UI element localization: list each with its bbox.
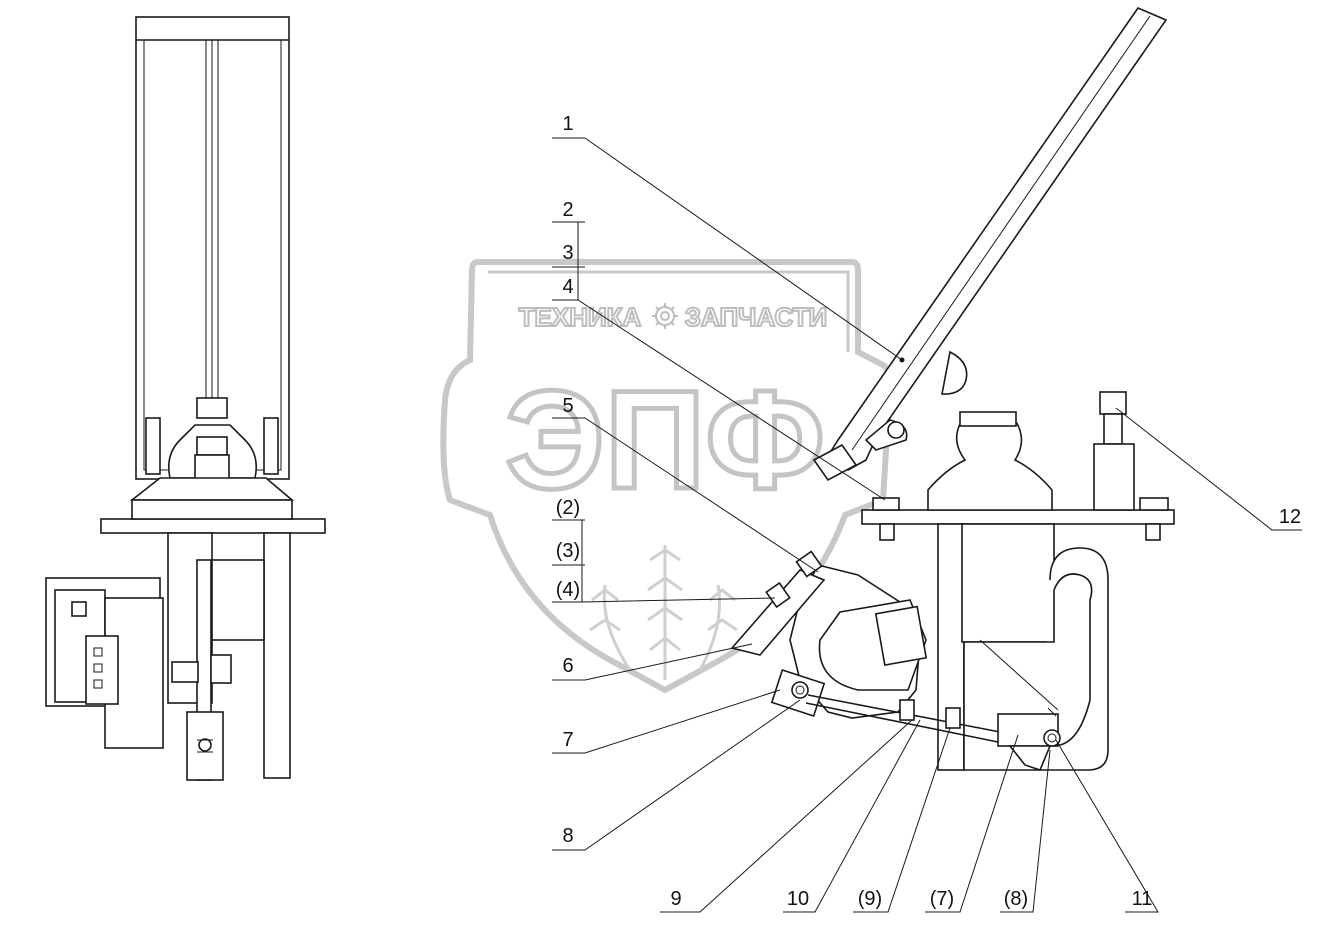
boot-right <box>927 419 1053 511</box>
callout-1: 1 <box>562 113 573 135</box>
callout-9b: (9) <box>858 888 882 910</box>
callout-8: 8 <box>562 825 573 847</box>
leader-lines <box>552 137 1302 913</box>
pedal-foot <box>812 443 858 482</box>
lock-nut <box>899 699 915 721</box>
callout-6: 6 <box>562 655 573 677</box>
watermark-shield-inner <box>488 270 850 352</box>
watermark-text-left: ТЕХНИКА <box>519 302 642 332</box>
callout-12: 12 <box>1279 506 1301 528</box>
nut-top <box>196 397 228 419</box>
rear-bracket <box>263 532 291 779</box>
callout-9: 9 <box>670 888 681 910</box>
side-view <box>45 16 326 781</box>
callout-labels: 1 2 3 4 5 (2) (3) (4) 6 7 8 9 10 (9) (7)… <box>556 113 1301 910</box>
gear-icon <box>652 303 678 329</box>
callout-7: 7 <box>562 729 573 751</box>
wheat-icon <box>589 545 738 680</box>
body-column <box>937 523 965 771</box>
callout-4b: (4) <box>556 579 580 601</box>
watermark-big-text: ЭПФ <box>505 361 825 518</box>
watermark: ТЕХНИКА ЗАПЧАСТИ ЭПФ <box>440 259 894 694</box>
watermark-text-right: ЗАПЧАСТИ <box>685 302 828 332</box>
callout-10: 10 <box>787 888 809 910</box>
stud-bolt <box>1099 391 1127 415</box>
callout-2b: (2) <box>556 497 580 519</box>
sensor-screw <box>71 601 87 617</box>
callout-8b: (8) <box>1004 888 1028 910</box>
callout-7b: (7) <box>930 888 954 910</box>
mounting-plate-right <box>861 509 1175 525</box>
callout-3: 3 <box>562 242 573 264</box>
callout-4: 4 <box>562 276 573 298</box>
mounting-plate <box>100 518 326 534</box>
callout-11: 11 <box>1132 888 1153 910</box>
front-view <box>730 7 1175 771</box>
callout-3b: (3) <box>556 540 580 562</box>
callout-2: 2 <box>562 199 573 221</box>
callout-5: 5 <box>562 395 573 417</box>
